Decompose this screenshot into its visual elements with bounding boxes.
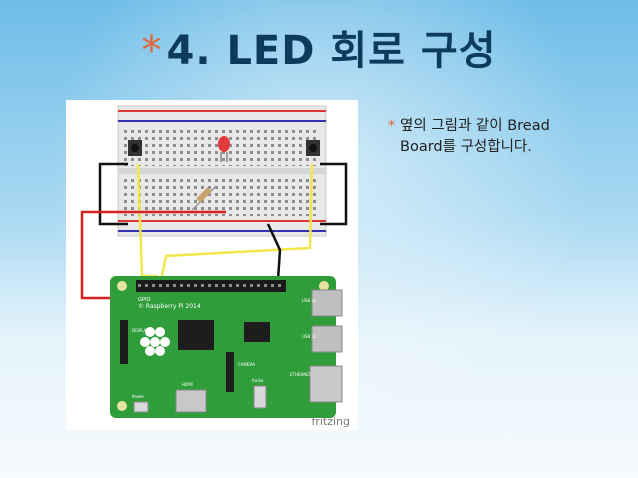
- resistor: [196, 187, 212, 203]
- camera-label: CAMERA: [238, 362, 255, 367]
- push-button-right-cap: [309, 144, 317, 152]
- title-text: 4. LED 회로 구성: [166, 28, 497, 74]
- gpio-label: GPIO: [138, 297, 150, 303]
- bullet-item: * 옆의 그림과 같이 Bread Board를 구성합니다.: [388, 116, 568, 158]
- hdmi-port: [175, 389, 207, 413]
- wire-black-right: [320, 162, 348, 226]
- audio-jack: [253, 385, 267, 409]
- breadboard-rail-red-top: [118, 110, 326, 112]
- breadboard-rail-blue-bottom: [118, 230, 326, 232]
- power-port: [133, 401, 149, 413]
- display-connector: [120, 320, 128, 364]
- camera-connector: [226, 352, 234, 392]
- usb-label-1: USB 2x: [302, 298, 317, 303]
- mount-hole-1: [117, 281, 127, 291]
- mount-hole-2: [319, 281, 329, 291]
- breadboard-holes-bottom: [124, 176, 320, 216]
- audio-label: Audio: [252, 378, 264, 383]
- circuit-figure: GPIO © Raspberry Pi 2014 USB 2x USB 2x E…: [66, 100, 358, 430]
- usb-port-2: [311, 325, 343, 353]
- push-button-left-cap: [131, 144, 139, 152]
- fritzing-credit: fritzing: [311, 415, 350, 428]
- usb-port-1: [311, 289, 343, 317]
- slide-title: *4. LED 회로 구성: [0, 18, 638, 76]
- power-label: Power: [132, 394, 144, 399]
- display-label: DISPLAY: [132, 328, 149, 333]
- ethernet-port: [309, 365, 343, 403]
- mount-hole-3: [117, 401, 127, 411]
- raspberry-logo: [140, 327, 170, 356]
- board-label: © Raspberry Pi 2014: [138, 303, 201, 310]
- breadboard-center-gap: [118, 168, 326, 174]
- breadboard-rail-blue-top: [118, 120, 326, 122]
- hdmi-label: HDMI: [182, 382, 193, 387]
- bullet-text: 옆의 그림과 같이 Bread Board를 구성합니다.: [400, 118, 550, 155]
- soc-chip: [178, 320, 214, 350]
- raspberry-pi-board: [110, 276, 336, 418]
- lan-chip: [244, 322, 270, 342]
- wire-yellow-right: [160, 163, 314, 277]
- breadboard-rail-red-bottom: [118, 220, 326, 222]
- usb-label-2: USB 2x: [302, 334, 317, 339]
- led: [218, 136, 230, 152]
- gpio-pins: [138, 282, 284, 290]
- circuit-diagram: GPIO © Raspberry Pi 2014 USB 2x USB 2x E…: [80, 105, 348, 418]
- title-marker: *: [141, 28, 163, 74]
- wire-black-ground: [266, 223, 282, 281]
- ethernet-label: ETHERNET: [290, 372, 312, 377]
- wire-black-left: [98, 162, 128, 226]
- bullet-marker: *: [388, 118, 396, 134]
